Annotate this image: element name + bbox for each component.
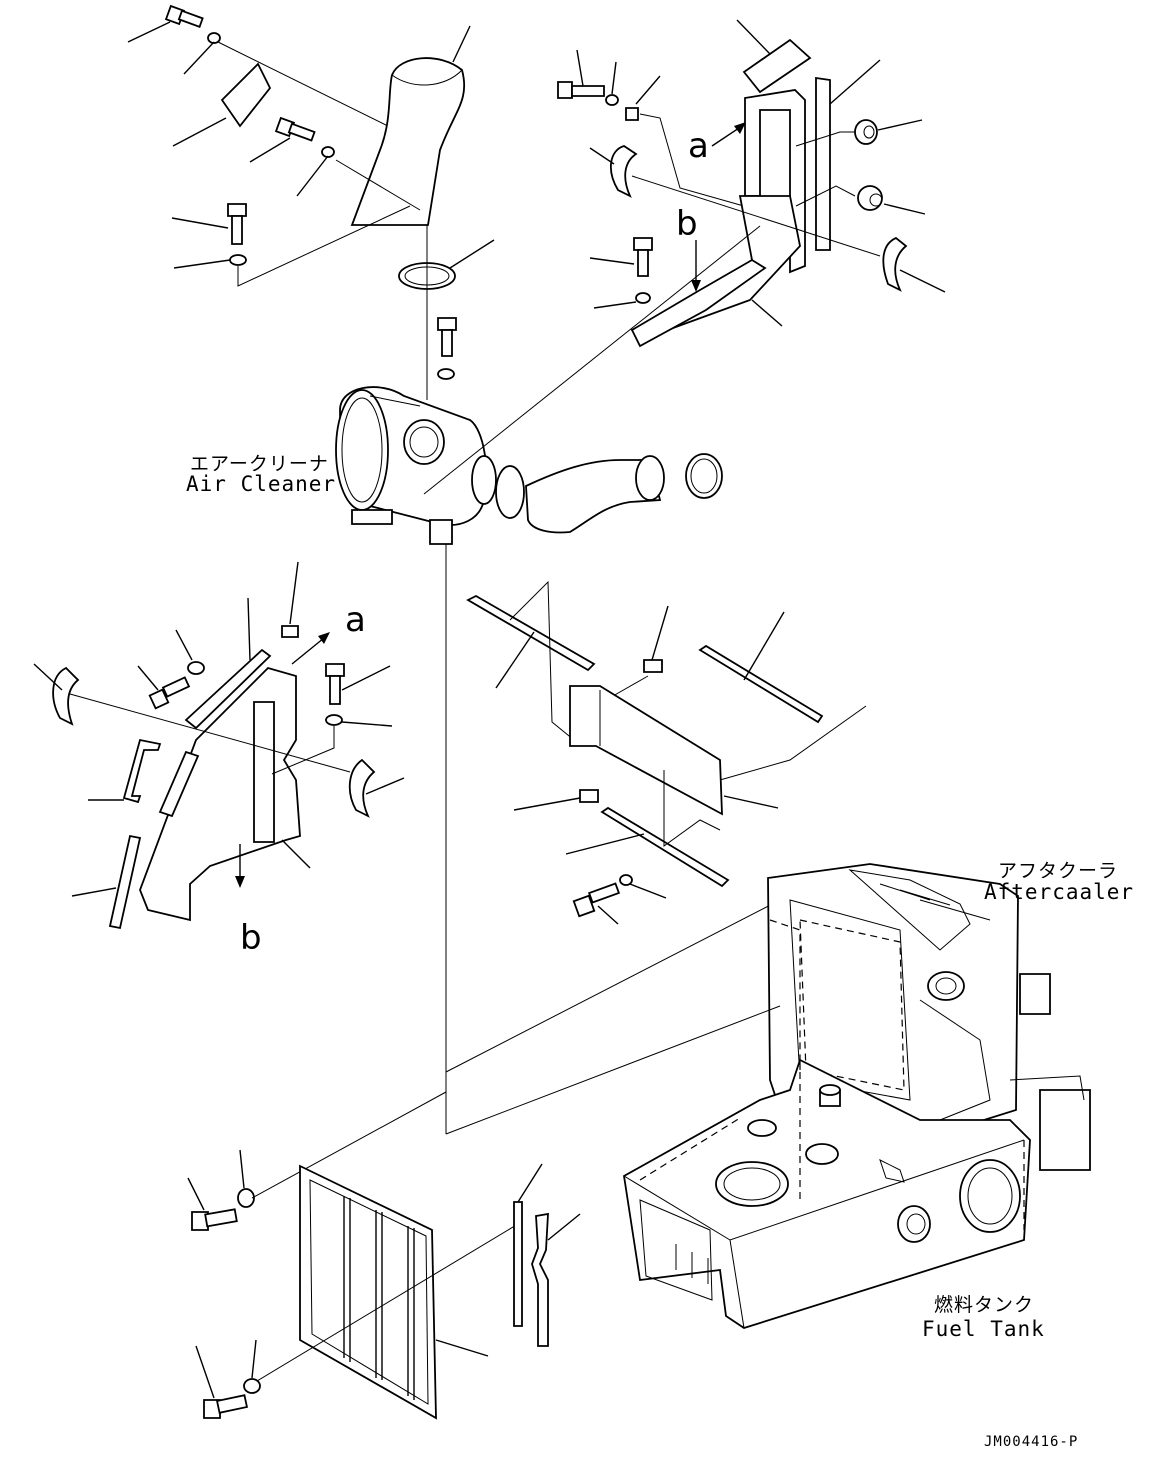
mounting-plate-icon xyxy=(570,686,722,814)
intake-duct-group xyxy=(128,6,494,400)
fuel-tank-label-jp: 燃料タンク xyxy=(934,1294,1035,1316)
washer-icon xyxy=(606,95,618,105)
washer-icon xyxy=(636,293,650,303)
rubber-strip-icon xyxy=(602,808,728,886)
rubber-strip-icon xyxy=(816,78,830,250)
angle-bracket-icon xyxy=(124,740,160,802)
seal-strip-icon xyxy=(514,1202,522,1326)
rubber-block-icon xyxy=(644,660,662,672)
bolt-icon xyxy=(558,82,604,98)
intake-duct-icon xyxy=(352,58,464,225)
aftercooler-label-en: Aftercaaler xyxy=(984,880,1135,904)
bolt-icon xyxy=(204,1395,247,1418)
rubber-strip-icon xyxy=(186,650,270,728)
washer-icon xyxy=(322,147,334,157)
clip-icon xyxy=(53,668,78,724)
seal-strip-icon xyxy=(532,1214,548,1346)
bracket-group xyxy=(558,20,945,346)
bolt-icon xyxy=(228,204,246,244)
figure-id: JM004416-P xyxy=(984,1434,1079,1450)
washer-icon xyxy=(230,255,246,265)
bolt-icon xyxy=(276,118,314,140)
grille-frame-icon xyxy=(300,1166,436,1418)
bolt-icon xyxy=(166,6,203,27)
washer-icon xyxy=(244,1379,260,1393)
air-cleaner-label-en: Air Cleaner xyxy=(186,472,337,496)
washer-icon xyxy=(208,33,220,43)
bolt-icon xyxy=(438,318,456,356)
bolt-icon xyxy=(326,664,344,704)
cross-bracket-group xyxy=(446,582,866,1072)
washer-icon xyxy=(438,369,454,379)
clip-icon xyxy=(611,146,636,196)
intake-hose-icon xyxy=(526,460,660,533)
air-cleaner-group xyxy=(336,226,760,1134)
view-marker-b-top: b xyxy=(676,204,698,244)
fuel-tank-label-en: Fuel Tank xyxy=(922,1317,1045,1341)
tank-cover-icon xyxy=(716,1162,788,1206)
hose-clamp-icon xyxy=(496,466,524,518)
washer-icon xyxy=(620,875,632,885)
rubber-block-icon xyxy=(580,790,598,802)
rubber-block-icon xyxy=(282,626,298,637)
bolt-icon xyxy=(150,677,189,708)
view-marker-b-mid: b xyxy=(240,918,262,958)
washer-icon xyxy=(326,715,342,725)
washer-icon xyxy=(238,1189,254,1207)
aftercooler-fuel-tank-assembly xyxy=(446,864,1090,1328)
grille-group xyxy=(188,1092,580,1418)
nut-icon xyxy=(626,108,638,120)
bolt-icon xyxy=(574,884,619,917)
gasket-plate-icon xyxy=(222,64,270,126)
air-cleaner-label-jp: エアークリーナ xyxy=(190,453,329,475)
side-panel-group xyxy=(34,562,404,928)
aftercooler-label-jp: アフタクーラ xyxy=(998,860,1119,882)
grommet-icon xyxy=(855,120,877,144)
view-marker-a-top: a xyxy=(688,126,709,166)
bolt-icon xyxy=(192,1209,237,1230)
hose-clamp-icon xyxy=(686,454,722,498)
tank-cover-icon xyxy=(960,1160,1020,1232)
clip-icon xyxy=(883,238,906,290)
rubber-strip-icon xyxy=(110,836,140,928)
bolt-icon xyxy=(634,238,652,276)
grommet-icon xyxy=(858,186,882,210)
washer-icon xyxy=(188,662,204,674)
rubber-strip-icon xyxy=(700,646,822,722)
rubber-block-icon xyxy=(744,40,810,92)
rubber-strip-icon xyxy=(468,596,594,670)
clip-icon xyxy=(350,760,374,816)
view-marker-a-mid: a xyxy=(345,600,366,640)
